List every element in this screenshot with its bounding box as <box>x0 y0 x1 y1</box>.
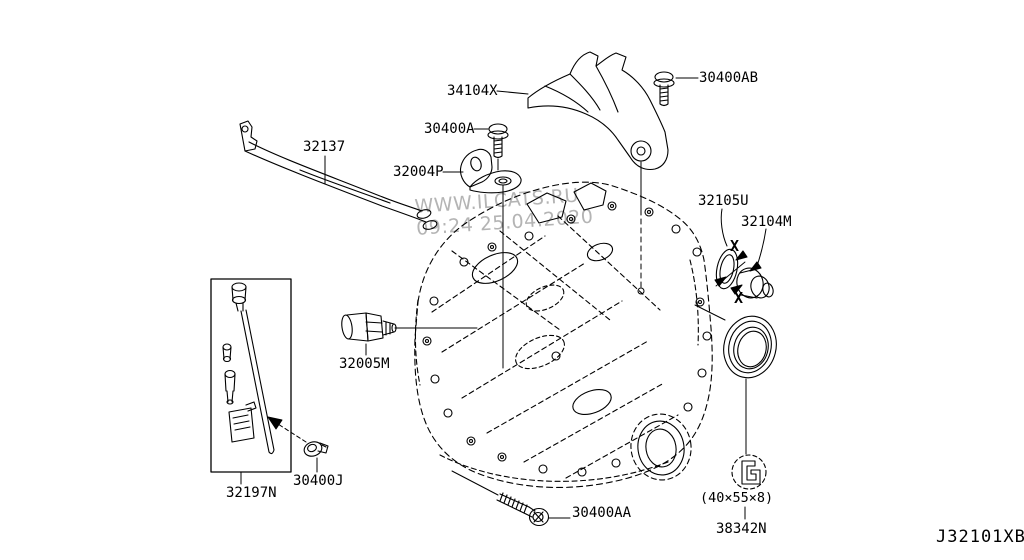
direction-marker-x-bottom: X <box>734 289 744 307</box>
part-label-32137[interactable]: 32137 <box>303 139 346 155</box>
part-32005m-switch <box>341 312 397 342</box>
part-32197n-kit-box <box>210 278 292 473</box>
part-38342n-seal <box>723 315 777 379</box>
part-30400j-clip <box>303 441 329 457</box>
part-label-32104m[interactable]: 32104M <box>741 214 792 230</box>
part-label-32005m[interactable]: 32005M <box>339 356 390 372</box>
part-32137-bracket-rod <box>239 120 438 230</box>
part-label-32197n[interactable]: 32197N <box>226 485 277 501</box>
leader-lines <box>240 77 767 520</box>
part-label-30400ab[interactable]: 30400AB <box>699 70 759 86</box>
seal-dimensions: (40×55×8) <box>700 490 774 506</box>
part-label-30400aa[interactable]: 30400AA <box>572 505 632 521</box>
install-direction-arrows <box>714 250 762 295</box>
part-label-34104x[interactable]: 34104X <box>447 83 498 99</box>
diagram-code: J32101XB <box>936 527 1024 547</box>
part-label-32004p[interactable]: 32004P <box>393 164 444 180</box>
part-34104x-bracket <box>527 51 669 171</box>
part-30400a-bolt <box>487 123 509 159</box>
part-30400aa-bolt <box>496 492 550 527</box>
part-label-32105u[interactable]: 32105U <box>698 193 749 209</box>
part-label-30400a[interactable]: 30400A <box>424 121 475 137</box>
part-32004p-bracket <box>459 148 522 194</box>
part-30400ab-bolt <box>653 71 675 107</box>
transmission-case-drawing <box>414 181 713 489</box>
direction-marker-x-top: X <box>730 237 740 255</box>
part-label-30400j[interactable]: 30400J <box>293 473 344 489</box>
part-label-38342n[interactable]: 38342N <box>716 521 767 537</box>
seal-section-icon <box>731 454 767 490</box>
